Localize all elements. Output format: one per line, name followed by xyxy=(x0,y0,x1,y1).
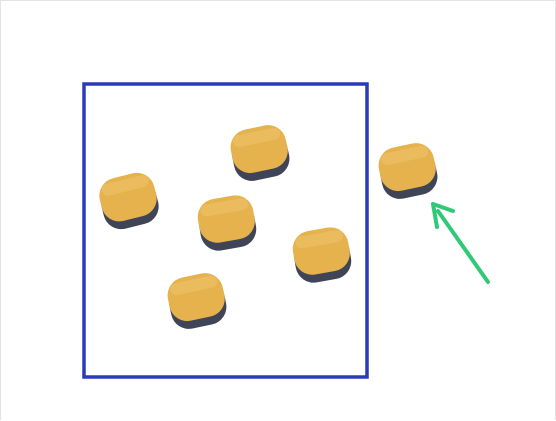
pad-top-center xyxy=(230,125,290,181)
pad-right xyxy=(292,227,352,283)
pad-center xyxy=(197,195,257,251)
pad-bottom xyxy=(167,273,227,329)
pad-left xyxy=(99,172,159,230)
pad-outside xyxy=(378,143,438,199)
selection-box xyxy=(82,82,369,379)
arrow-up-left-icon xyxy=(431,202,490,284)
